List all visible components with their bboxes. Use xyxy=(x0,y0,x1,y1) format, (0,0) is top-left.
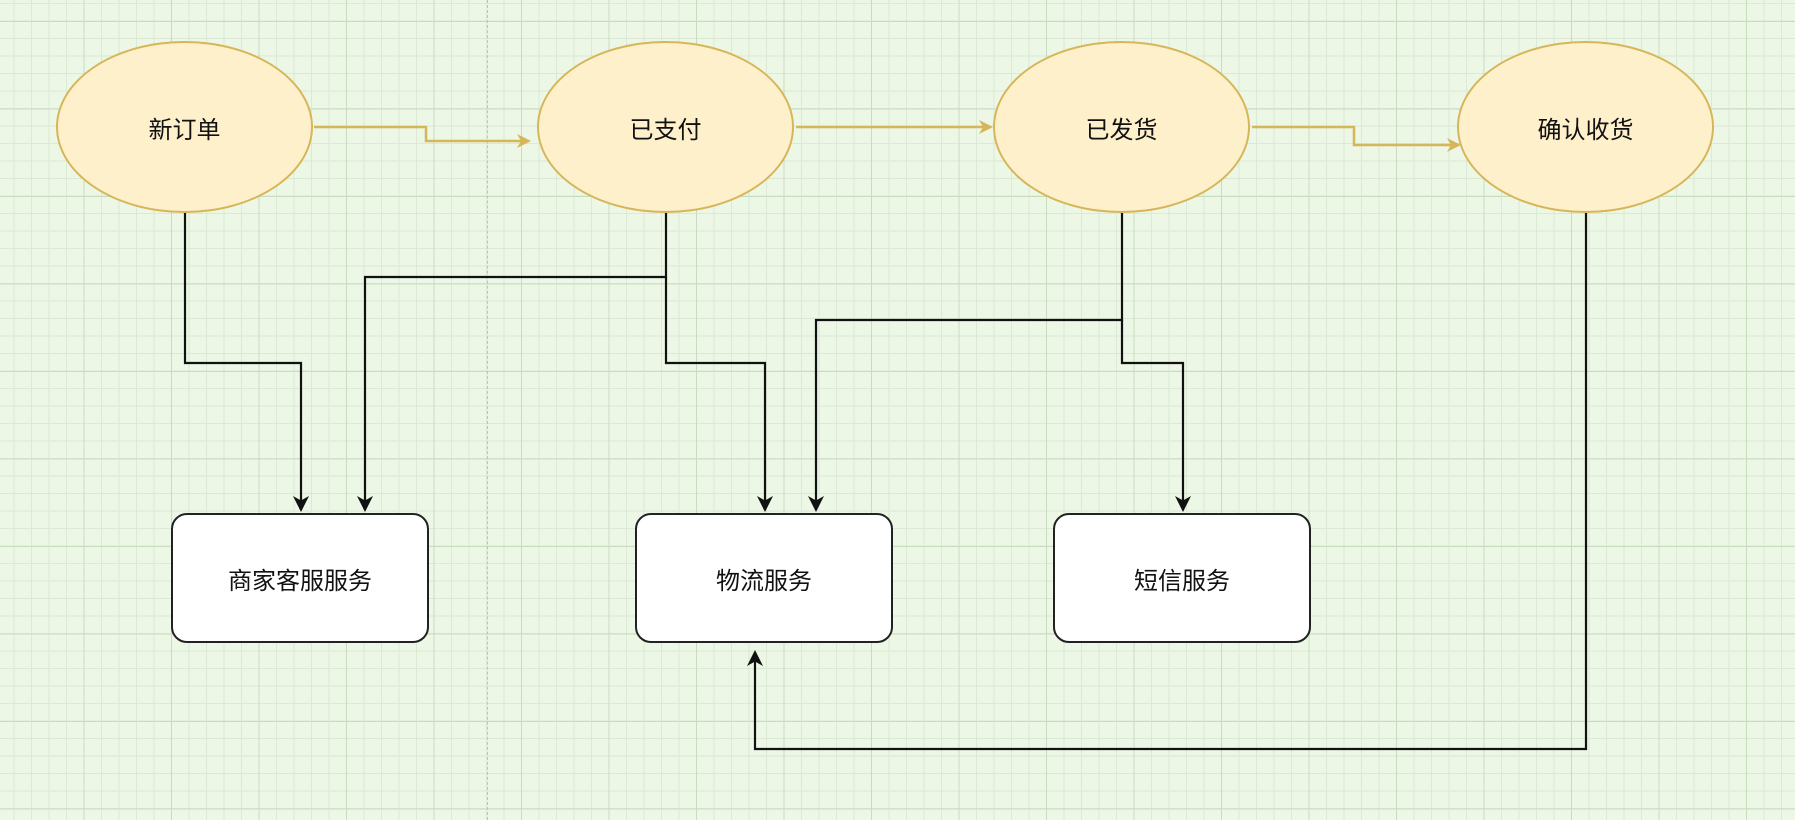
edge-received-to-logistics[interactable] xyxy=(747,213,1588,751)
page-break-line xyxy=(487,0,488,820)
service-logistics[interactable]: 物流服务 xyxy=(635,513,893,643)
service-merchant-support[interactable]: 商家客服服务 xyxy=(171,513,429,643)
state-paid[interactable]: 已支付 xyxy=(537,41,794,213)
flow-edge-shipped-to-received[interactable] xyxy=(1252,125,1461,152)
service-label: 物流服务 xyxy=(716,566,812,595)
state-label: 已发货 xyxy=(1085,115,1158,144)
flow-edge-new-to-paid[interactable] xyxy=(314,125,531,148)
state-received[interactable]: 确认收货 xyxy=(1457,41,1714,213)
edge-paid-to-merchant[interactable] xyxy=(357,213,668,512)
service-sms[interactable]: 短信服务 xyxy=(1053,513,1311,643)
state-label: 已支付 xyxy=(629,115,702,144)
state-label: 确认收货 xyxy=(1537,115,1634,144)
edge-new-to-merchant[interactable] xyxy=(183,213,309,512)
edge-shipped-to-logistics[interactable] xyxy=(808,213,1124,512)
service-label: 短信服务 xyxy=(1134,566,1230,595)
edge-paid-to-logistics[interactable] xyxy=(664,277,773,512)
state-label: 新订单 xyxy=(148,115,221,144)
state-new-order[interactable]: 新订单 xyxy=(56,41,313,213)
service-label: 商家客服服务 xyxy=(228,566,372,595)
state-shipped[interactable]: 已发货 xyxy=(993,41,1250,213)
edge-shipped-to-sms[interactable] xyxy=(1120,320,1191,512)
